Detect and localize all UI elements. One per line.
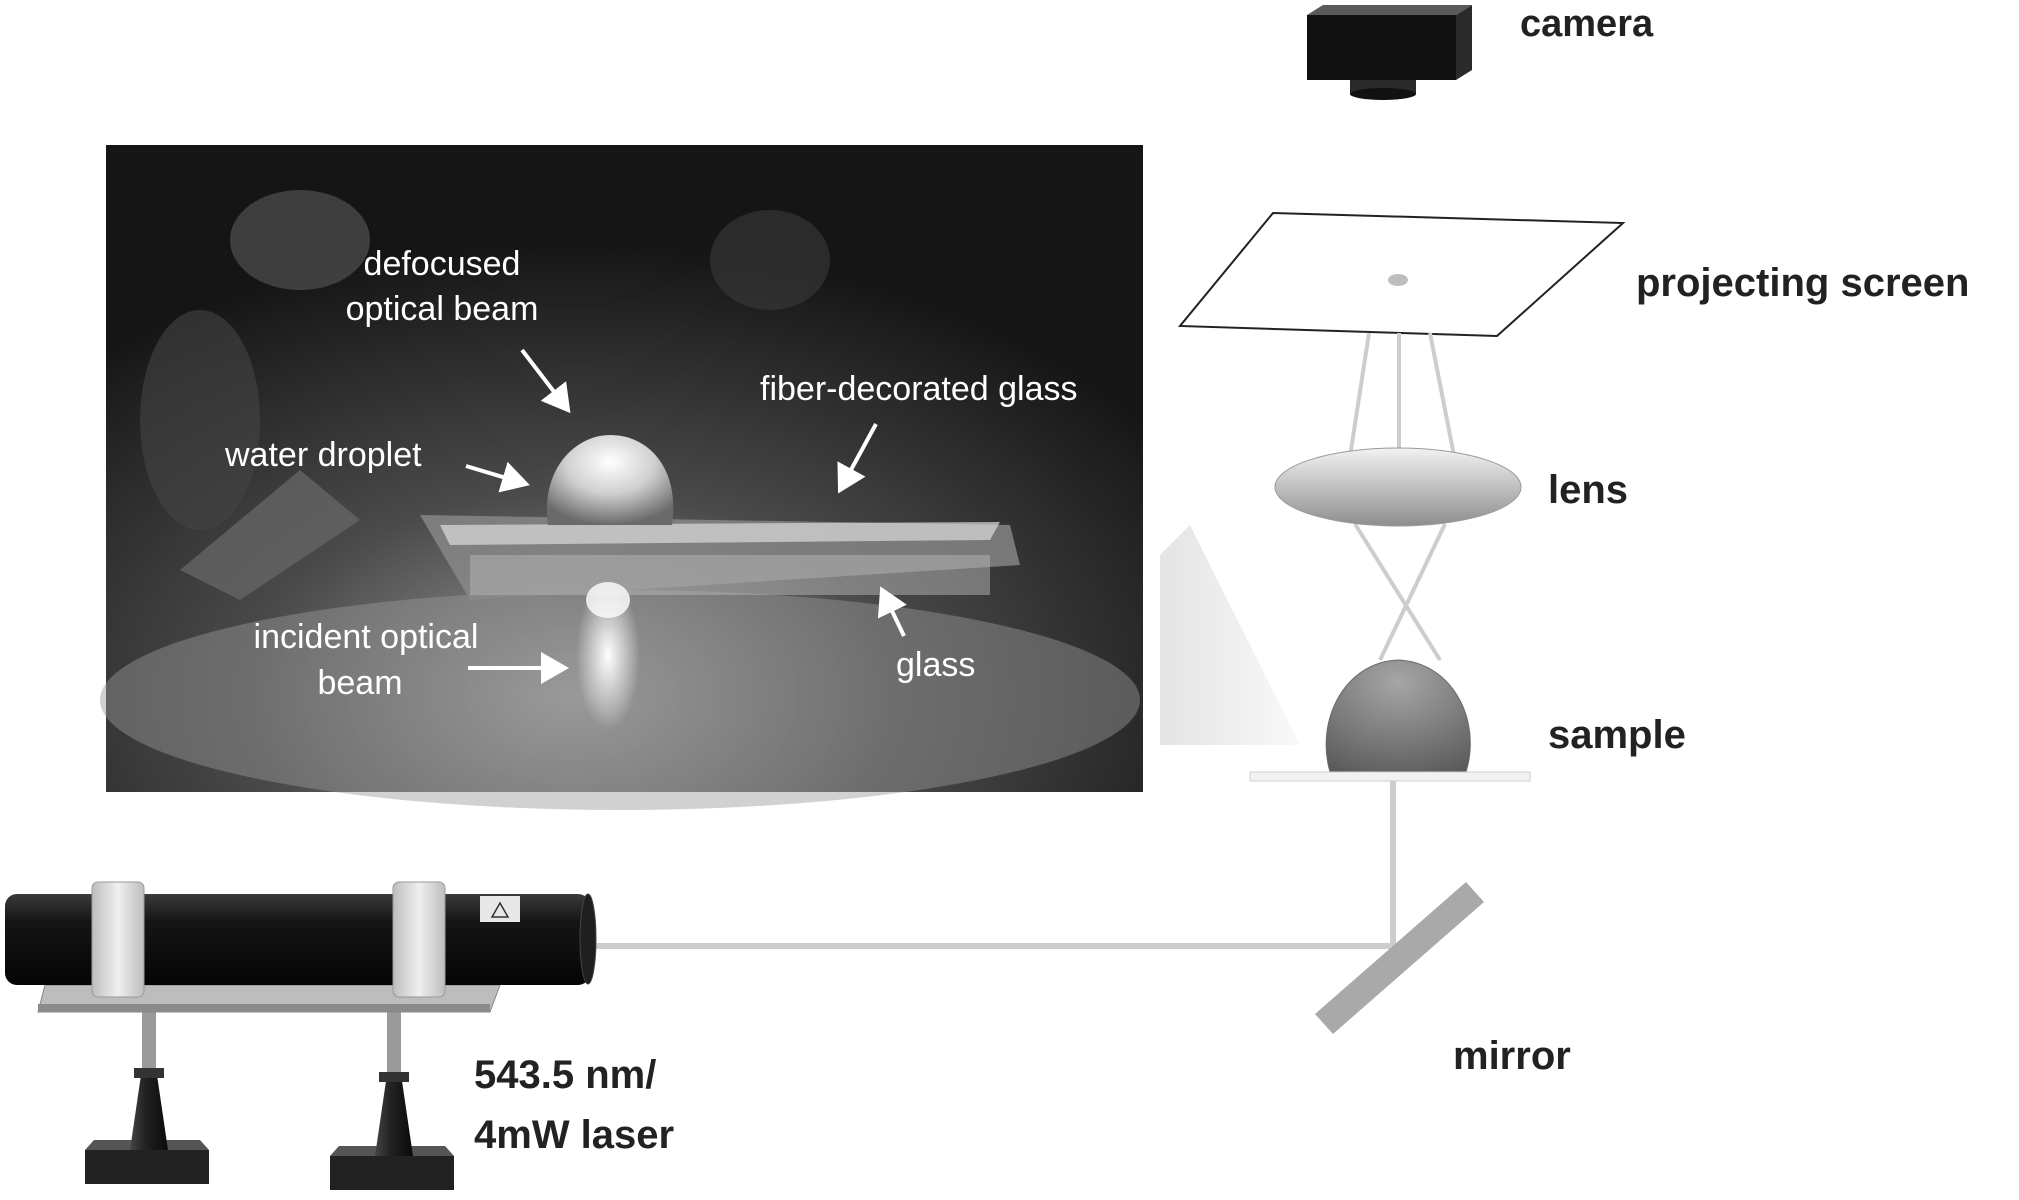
water-droplet-photo (546, 435, 674, 525)
water-droplet-label: water droplet (224, 436, 422, 474)
photo-arrows (465, 348, 907, 684)
laser-label-line2: 4mW laser (474, 1113, 674, 1157)
laser-stand-left (85, 1012, 209, 1184)
arrow-water-droplet (465, 461, 530, 493)
camera-icon (1307, 5, 1472, 100)
projecting-screen-label: projecting screen (1636, 261, 1969, 305)
arrow-glass (877, 586, 907, 637)
laser-ring-left (91, 881, 145, 998)
mirror-label: mirror (1453, 1034, 1571, 1078)
sample-label: sample (1548, 713, 1686, 757)
lens (1274, 447, 1522, 527)
defocused-label-line1: defocused (364, 245, 521, 283)
incident-beam-glow (576, 580, 640, 730)
arrow-defocused (520, 348, 571, 414)
mirror (1315, 882, 1484, 1034)
laser-assembly (5, 881, 597, 1190)
sample-droplet (1325, 659, 1471, 773)
warning-icon (490, 901, 510, 918)
photo-inset (100, 145, 1143, 810)
fiber-glass-label: fiber-decorated glass (760, 370, 1078, 408)
laser-label-line1: 543.5 nm/ (474, 1053, 656, 1097)
screen-spot (1388, 274, 1408, 286)
incident-label-line1: incident optical (254, 618, 479, 656)
view-wedge (1160, 525, 1300, 745)
incident-label-line2: beam (317, 664, 402, 702)
defocused-label-line2: optical beam (346, 290, 539, 328)
laser-stand-right (330, 1012, 454, 1190)
lens-label: lens (1548, 468, 1628, 512)
glass-label: glass (896, 646, 975, 684)
arrow-fiber-glass (837, 423, 878, 494)
laser-warning-label (480, 896, 520, 922)
camera-label: camera (1520, 3, 1654, 45)
sample-stage (1249, 771, 1531, 782)
laser-ring-right (392, 881, 446, 998)
